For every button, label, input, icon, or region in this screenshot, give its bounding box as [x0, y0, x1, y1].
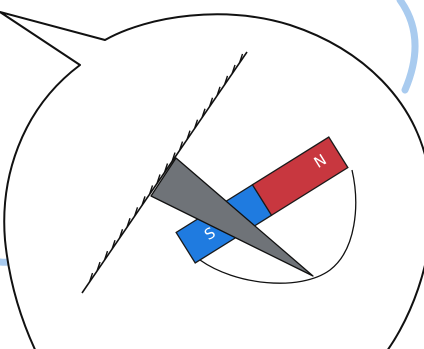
- wall-hatch-mark: [111, 239, 116, 250]
- wall-hatch-mark: [118, 229, 124, 239]
- callout-bubble: [0, 11, 424, 349]
- wall-hatch-mark: [88, 272, 94, 283]
- wall-hatch-mark: [156, 174, 161, 184]
- wall-hatch-marks: [88, 53, 244, 283]
- background-arc-right: [396, 0, 419, 94]
- wall-hatch-mark: [238, 53, 244, 64]
- wall-hatch-mark: [171, 152, 176, 162]
- wall-hatch-mark: [148, 185, 154, 195]
- wall-hatch-mark: [231, 64, 236, 75]
- magnet-north-pole: [251, 136, 349, 217]
- wall-hatch-mark: [103, 250, 109, 261]
- wall-hatch-mark: [126, 218, 131, 228]
- wall-hatch-mark: [186, 130, 191, 140]
- wall-hatch-mark: [141, 196, 146, 206]
- hatched-wall: [81, 51, 248, 294]
- wall-hatch-mark: [201, 108, 206, 118]
- wall-hatch-mark: [163, 163, 169, 173]
- swing-path: [199, 169, 357, 284]
- wall-hatch-mark: [216, 86, 221, 97]
- suspended-pointer: [150, 157, 314, 277]
- wall-hatch-mark: [96, 261, 101, 272]
- wall-hatch-mark: [133, 207, 139, 217]
- wall-hatch-mark: [208, 97, 214, 107]
- wall-hatch-mark: [178, 141, 184, 151]
- wall-hatch-mark: [193, 119, 199, 129]
- wall-hatch-mark: [223, 75, 229, 86]
